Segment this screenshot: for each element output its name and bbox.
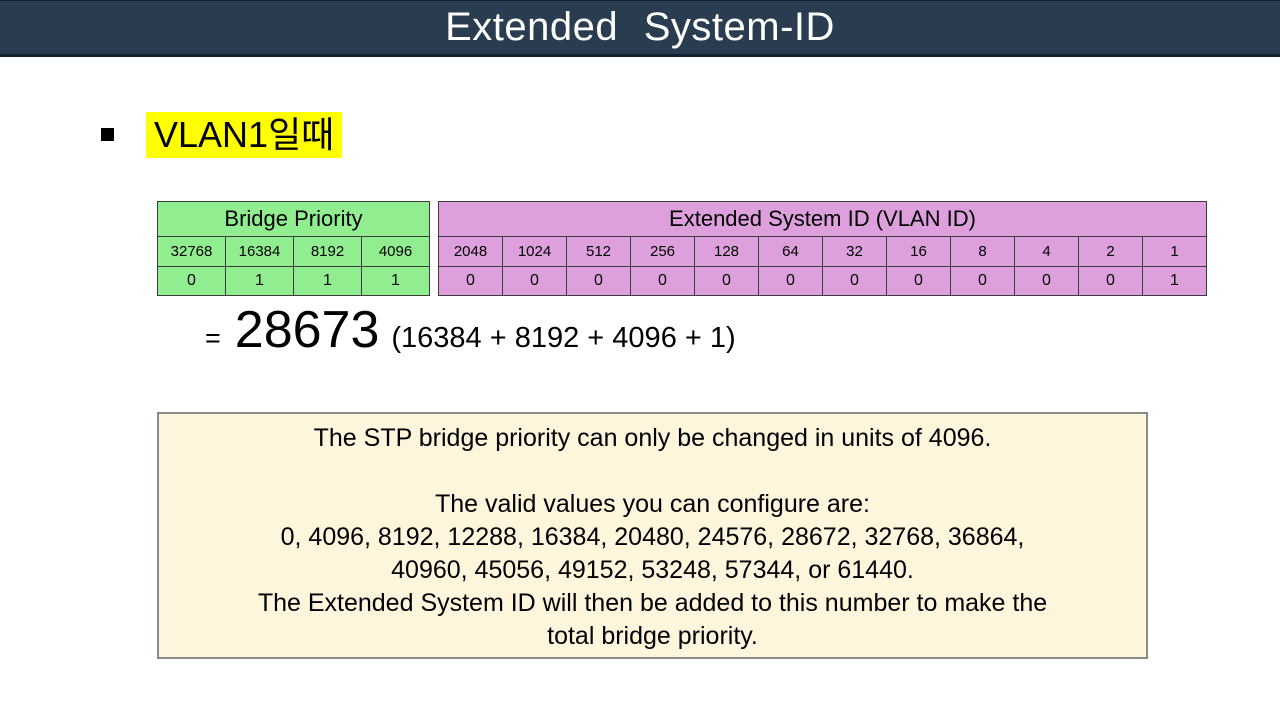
extended-system-id-bit-8: 0 xyxy=(950,266,1015,296)
note-line-3: 0, 4096, 8192, 12288, 16384, 20480, 2457… xyxy=(280,523,1025,551)
extended-system-id-weight-256: 256 xyxy=(630,236,695,267)
bridge-priority-header: Bridge Priority xyxy=(157,201,430,237)
extended-system-id-bit-9: 0 xyxy=(1014,266,1079,296)
stp-note-box: The STP bridge priority can only be chan… xyxy=(157,412,1148,659)
extended-system-id-weight-8: 8 xyxy=(950,236,1015,267)
extended-system-id-bit-3: 0 xyxy=(630,266,695,296)
extended-system-id-bit-0: 0 xyxy=(438,266,503,296)
extended-system-id-bit-6: 0 xyxy=(822,266,887,296)
extended-system-id-bit-11: 1 xyxy=(1142,266,1207,296)
bridge-priority-bit-1: 1 xyxy=(225,266,294,296)
bridge-priority-weight-8192: 8192 xyxy=(293,236,362,267)
equation-equals-sign: = xyxy=(205,323,221,353)
extended-system-id-weight-1: 1 xyxy=(1142,236,1207,267)
note-line-5: The Extended System ID will then be adde… xyxy=(257,589,1048,617)
extended-system-id-weight-2: 2 xyxy=(1078,236,1143,267)
bullet-square-icon xyxy=(101,128,114,141)
priority-equation: = 28673 (16384 + 8192 + 4096 + 1) xyxy=(205,300,736,360)
bridge-priority-bit-3: 1 xyxy=(361,266,430,296)
extended-system-id-bit-4: 0 xyxy=(694,266,759,296)
bridge-priority-bit-0: 0 xyxy=(157,266,226,296)
extended-system-id-bit-1: 0 xyxy=(502,266,567,296)
slide-title: Extended System-ID xyxy=(445,5,835,49)
note-line-6: total bridge priority. xyxy=(547,622,758,650)
equation-breakdown: (16384 + 8192 + 4096 + 1) xyxy=(391,322,736,354)
extended-system-id-bit-5: 0 xyxy=(758,266,823,296)
extended-system-id-weight-2048: 2048 xyxy=(438,236,503,267)
extended-system-id-weight-64: 64 xyxy=(758,236,823,267)
extended-system-id-bit-7: 0 xyxy=(886,266,951,296)
bridge-priority-bit-2: 1 xyxy=(293,266,362,296)
extended-system-id-weight-128: 128 xyxy=(694,236,759,267)
vlan1-highlighted-text: VLAN1일때 xyxy=(146,112,343,158)
extended-system-id-weight-1024: 1024 xyxy=(502,236,567,267)
extended-system-id-bit-10: 0 xyxy=(1078,266,1143,296)
extended-system-id-header: Extended System ID (VLAN ID) xyxy=(438,201,1207,237)
title-bar: Extended System-ID xyxy=(0,0,1280,57)
extended-system-id-bit-2: 0 xyxy=(566,266,631,296)
equation-result-value: 28673 xyxy=(234,301,380,359)
note-line-0: The STP bridge priority can only be chan… xyxy=(313,424,992,452)
bridge-priority-weight-32768: 32768 xyxy=(157,236,226,267)
extended-system-id-weight-32: 32 xyxy=(822,236,887,267)
note-line-1 xyxy=(159,455,1146,488)
bridge-priority-weight-16384: 16384 xyxy=(225,236,294,267)
note-line-2: The valid values you can configure are: xyxy=(435,490,870,518)
extended-system-id-weight-16: 16 xyxy=(886,236,951,267)
bridge-priority-weight-4096: 4096 xyxy=(361,236,430,267)
extended-system-id-weight-4: 4 xyxy=(1014,236,1079,267)
note-line-4: 40960, 45056, 49152, 53248, 57344, or 61… xyxy=(391,556,914,584)
extended-system-id-weight-512: 512 xyxy=(566,236,631,267)
